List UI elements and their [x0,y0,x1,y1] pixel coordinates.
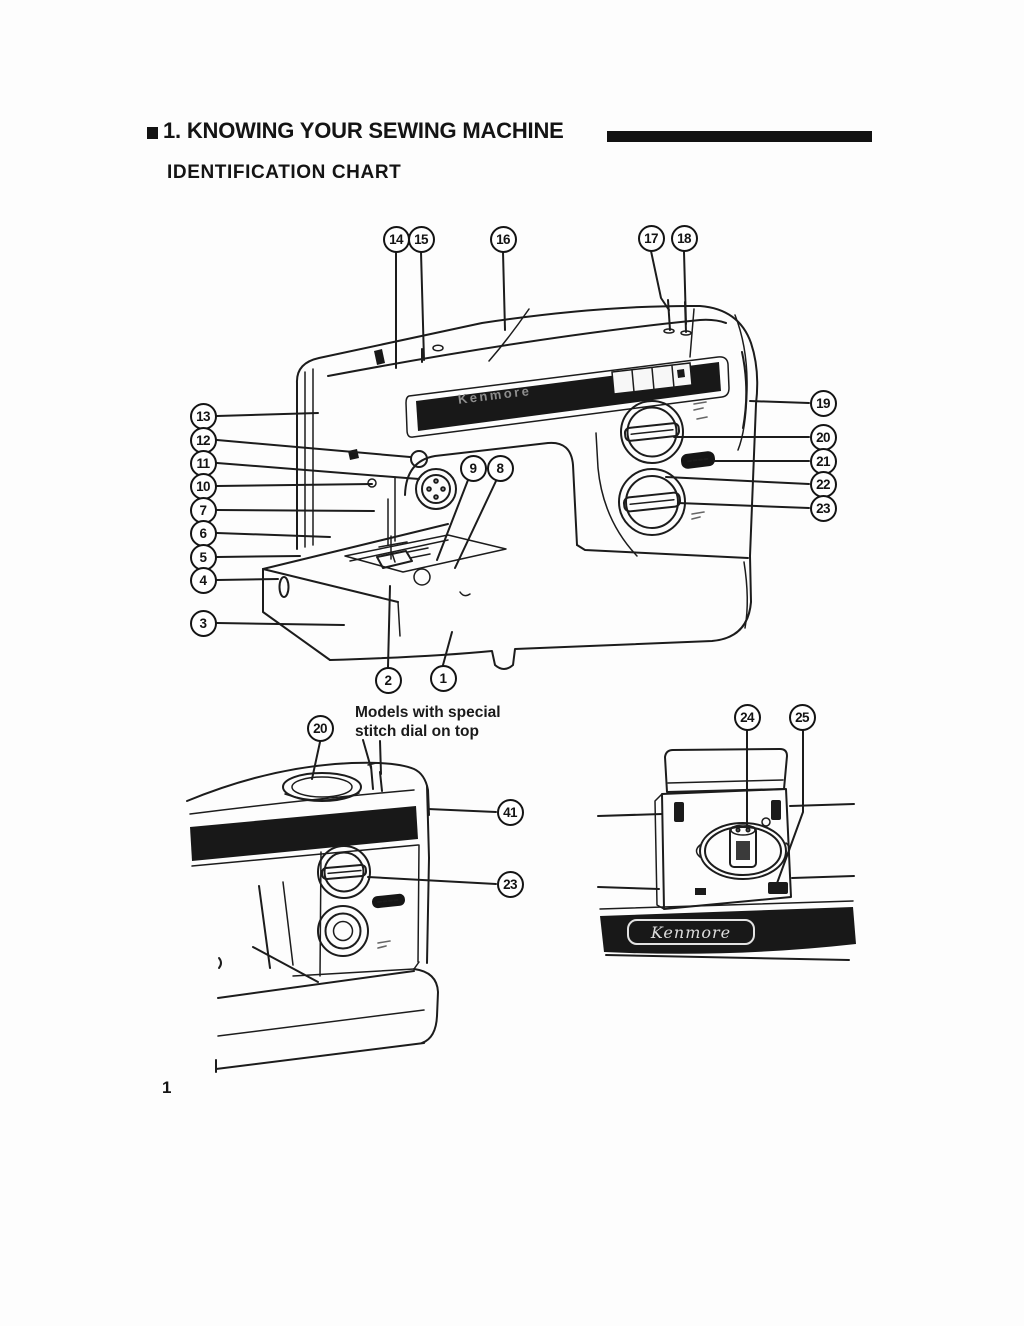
spool-pins [667,299,687,333]
callout-leader-lines [216,250,810,887]
callout-7: 7 [189,496,217,524]
stitch-length-dial [618,468,686,536]
callout-15: 15 [407,225,435,253]
bobbin [729,826,757,868]
special-stitch-dial-note: Models with special stitch dial on top [355,704,501,740]
needle-plate [344,534,507,573]
callout-3: 3 [189,609,217,637]
callout-20: 20 [306,714,334,742]
section-title: 1. KNOWING YOUR SEWING MACHINE [163,118,564,143]
callout-16: 16 [489,225,517,253]
shuttle-cover-open [664,748,788,793]
main-view-machine [262,299,759,670]
callout-23: 23 [496,870,524,898]
callout-2: 2 [374,666,402,694]
detail-lower-dial [317,905,369,957]
callout-5: 5 [189,543,217,571]
section-bullet [147,127,158,139]
callout-14: 14 [382,225,410,253]
callout-25: 25 [788,703,816,731]
callout-22: 22 [809,470,837,498]
thread-guide [367,478,377,488]
page-number: 1 [162,1078,172,1097]
callout-13: 13 [189,402,217,430]
callout-8: 8 [486,454,514,482]
brand-badge-frame [627,919,755,945]
brand-badge-logo: Kenmore [650,922,732,942]
callout-23: 23 [809,494,837,522]
chart-title: IDENTIFICATION CHART [167,162,402,183]
stitch-selector-dial [620,400,684,464]
callout-41: 41 [496,798,524,826]
front-detail-view [186,761,439,1073]
callout-6: 6 [189,519,217,547]
callout-4: 4 [189,566,217,594]
shuttle-race [699,822,787,880]
presser-foot [376,550,413,569]
callout-21: 21 [809,447,837,475]
callout-9: 9 [459,454,487,482]
plate-latch [768,882,788,894]
header-rule-bar [607,131,872,142]
callout-1: 1 [429,664,457,692]
detail-stitch-dial [317,845,371,899]
callout-18: 18 [670,224,698,252]
thread-guide-knob [410,450,428,468]
base-band [600,907,856,954]
callout-10: 10 [189,472,217,500]
bobbin-winder [374,349,385,365]
tension-dial [415,468,457,510]
accessory-slot [278,576,290,598]
callout-24: 24 [733,703,761,731]
callout-17: 17 [637,224,665,252]
callout-20: 20 [809,423,837,451]
special-stitch-dial-pins [370,765,383,792]
bobbin-detail-view [597,748,856,961]
bobbin-cover-plate [413,568,431,586]
pushbutton [680,451,716,469]
callout-19: 19 [809,389,837,417]
